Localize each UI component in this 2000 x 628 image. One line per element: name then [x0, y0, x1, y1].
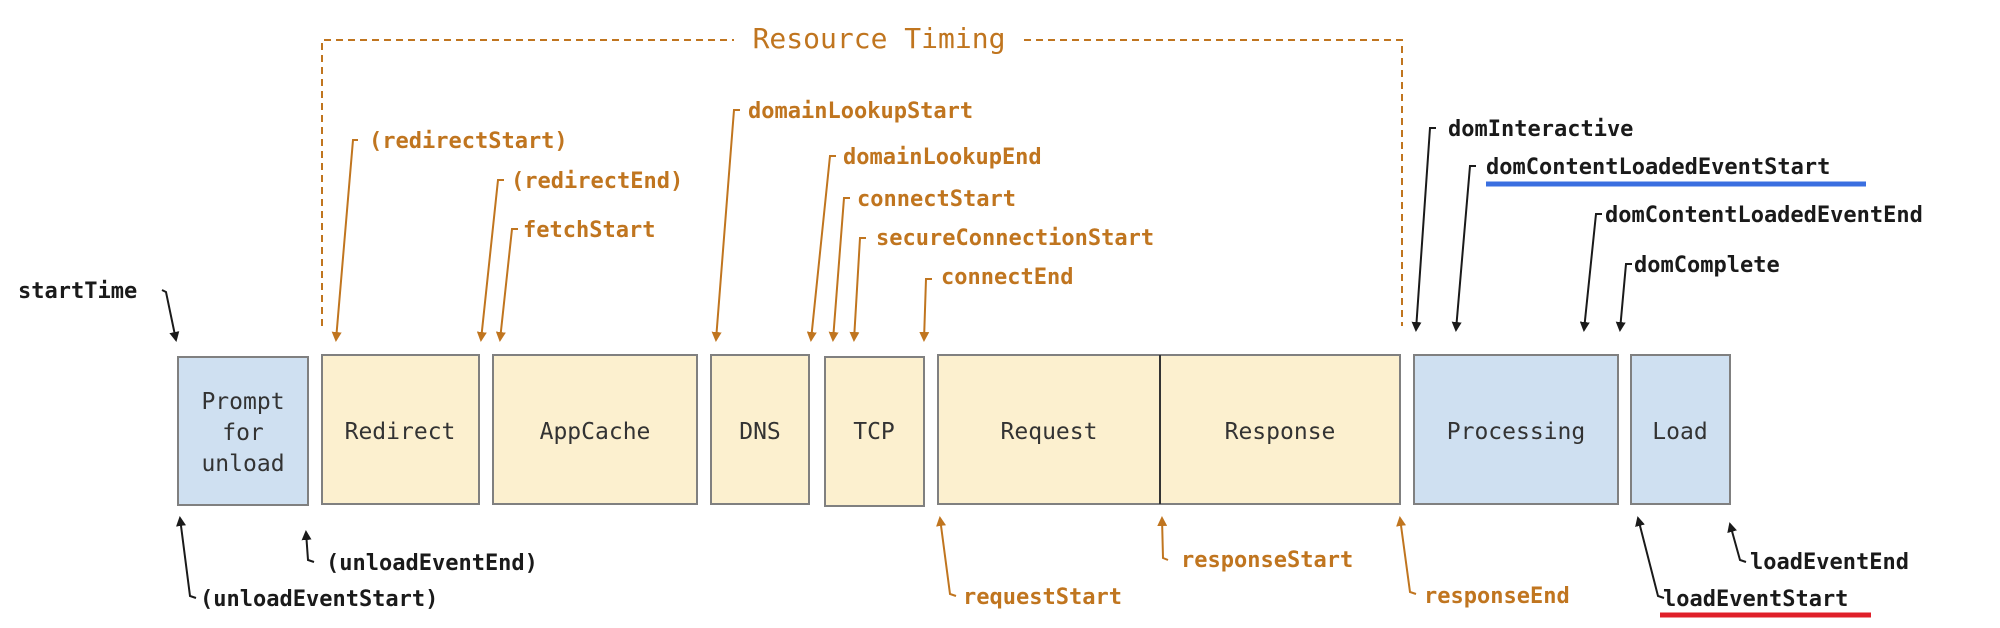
dns-box	[710, 354, 810, 505]
dns-label: DNS	[739, 419, 781, 445]
request-box	[937, 354, 1161, 505]
prompt-for-unload-label-line2: for	[222, 420, 264, 446]
unload-event-end-arrow	[301, 530, 315, 563]
dom-complete-arrow	[1615, 263, 1632, 332]
dom-content-loaded-event-start-label: domContentLoadedEventStart	[1486, 155, 1830, 180]
redirect-end-arrow	[476, 179, 504, 342]
connect-start-label: connectStart	[857, 187, 1016, 212]
redirect-label: Redirect	[345, 419, 456, 445]
tcp-box	[824, 356, 925, 507]
phase-boxes	[177, 354, 1731, 507]
domain-lookup-end-label: domainLookupEnd	[843, 145, 1042, 170]
dom-complete-label: domComplete	[1634, 253, 1780, 278]
tcp-label: TCP	[853, 419, 895, 445]
processing-box	[1413, 354, 1619, 505]
prompt-for-unload-box	[177, 356, 309, 506]
resource-timing-title: Resource Timing	[753, 22, 1006, 55]
unload-event-start-label: (unloadEventStart)	[200, 587, 438, 612]
request-start-label: requestStart	[963, 585, 1122, 610]
start-time-label: startTime	[18, 279, 137, 304]
dom-interactive-arrow	[1411, 127, 1436, 332]
connect-end-label: connectEnd	[941, 265, 1073, 290]
prompt-for-unload-label-line3: unload	[201, 451, 284, 477]
load-event-end-arrow	[1727, 522, 1747, 563]
response-box	[1159, 354, 1401, 505]
load-box	[1630, 354, 1731, 505]
resource-timing-bracket	[321, 39, 1403, 326]
unload-event-end-label: (unloadEventEnd)	[326, 551, 538, 576]
fetch-start-label: fetchStart	[523, 218, 655, 243]
redirect-start-arrow	[331, 139, 358, 342]
response-end-arrow	[1396, 516, 1417, 595]
dom-content-loaded-event-end-label: domContentLoadedEventEnd	[1605, 203, 1923, 228]
dom-content-loaded-event-end-arrow	[1579, 213, 1602, 332]
connect-end-arrow	[919, 278, 932, 342]
response-start-arrow	[1157, 516, 1169, 561]
fetch-start-arrow	[495, 228, 518, 342]
response-end-label: responseEnd	[1424, 584, 1570, 609]
domain-lookup-start-label: domainLookupStart	[748, 99, 973, 124]
response-start-label: responseStart	[1181, 548, 1353, 573]
secure-connection-start-arrow	[849, 237, 866, 342]
dom-content-loaded-event-start-arrow	[1451, 165, 1476, 332]
top-black-arrows	[161, 127, 1632, 342]
secure-connection-start-label: secureConnectionStart	[876, 226, 1154, 251]
prompt-for-unload-label-line1: Prompt	[201, 389, 284, 415]
appcache-box	[492, 354, 698, 505]
start-time-arrow	[161, 289, 180, 342]
load-event-end-label: loadEventEnd	[1750, 550, 1909, 575]
domain-lookup-start-arrow	[711, 109, 740, 342]
redirect-box	[321, 354, 480, 505]
unload-event-start-arrow	[176, 516, 197, 599]
top-orange-arrows	[331, 109, 932, 342]
redirect-end-label: (redirectEnd)	[511, 169, 683, 194]
request-start-arrow	[936, 516, 957, 597]
bottom-orange-arrows	[936, 516, 1417, 597]
load-label: Load	[1652, 419, 1707, 445]
bottom-black-arrows	[176, 516, 1747, 599]
dom-interactive-label: domInteractive	[1448, 117, 1633, 142]
request-label: Request	[1001, 419, 1098, 445]
processing-label: Processing	[1447, 419, 1585, 445]
connect-start-arrow	[828, 197, 850, 342]
load-event-start-arrow	[1635, 516, 1665, 599]
redirect-start-label: (redirectStart)	[369, 129, 568, 154]
domain-lookup-end-arrow	[806, 155, 836, 342]
response-label: Response	[1225, 419, 1336, 445]
appcache-label: AppCache	[540, 419, 651, 445]
load-event-start-label: loadEventStart	[1663, 587, 1848, 612]
